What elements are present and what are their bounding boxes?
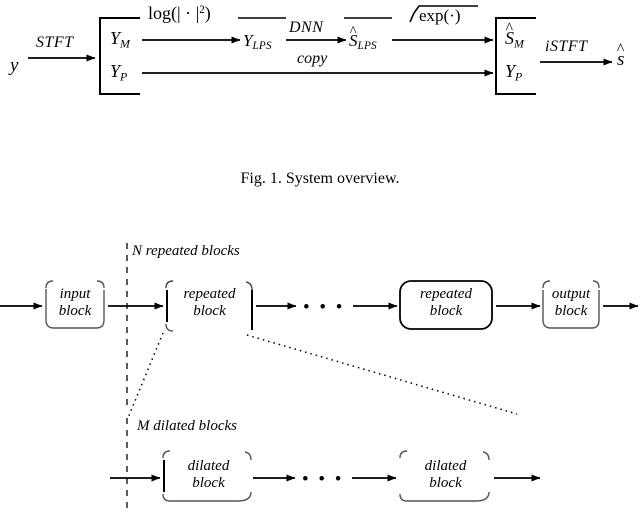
fig2-block-label-dilated-2-line1: dilated: [424, 458, 467, 474]
fig1-left-magnitude-base: Y: [110, 28, 121, 48]
fig1-sqrt-exp-label: exp(·): [419, 6, 461, 25]
fig2-block-dilated-2-outline: [399, 450, 490, 502]
fig1-signal-slps-hat: ^: [349, 23, 357, 40]
fig2-block-label-dilated-2-line2: block: [429, 474, 462, 491]
fig2-block-repeated-2-outline: [399, 280, 493, 330]
fig1-right-magnitude-hatgroup: ^S: [505, 21, 514, 48]
fig2-block-label-dilated-1-line2: block: [192, 474, 225, 491]
fig1-dnn-label: DNN: [289, 19, 324, 36]
fig1-left-phase-base: Y: [110, 61, 121, 81]
fig1-copy-label: copy: [297, 50, 328, 67]
fig2-block-label-dilated-1: dilated block: [166, 458, 251, 492]
figure-1-caption: Fig. 1. System overview.: [240, 170, 400, 187]
fig2-note-repeated: N repeated blocks: [132, 243, 240, 259]
fig1-signal-slps: ^SLPS: [349, 24, 377, 53]
fig1-log-operator-exponent: 2: [199, 3, 205, 16]
fig2-block-label-input: input block: [46, 286, 104, 320]
fig2-block-label-repeated-2: repeated block: [401, 286, 491, 320]
fig2-expansion-line-right: [246, 334, 518, 415]
fig2-block-label-output: output block: [543, 286, 599, 320]
fig2-block-label-repeated-2-line1: repeated: [420, 286, 472, 302]
fig1-output-signal-hat: ^: [616, 40, 625, 58]
fig1-left-phase-subscript: P: [120, 69, 128, 84]
fig1-signal-ylps: YLPS: [243, 32, 272, 52]
fig1-log-operator-tail: ): [204, 3, 211, 23]
fig1-left-box: [99, 17, 140, 95]
fig2-block-label-repeated-1: repeated block: [167, 286, 252, 320]
fig1-signal-slps-subscript: LPS: [357, 40, 377, 53]
fig2-ellipsis-bottom: • • •: [302, 469, 344, 490]
fig2-block-label-repeated-2-line2: block: [429, 302, 463, 319]
fig1-left-phase: YP: [110, 62, 127, 83]
fig2-block-label-repeated-1-line2: block: [193, 302, 226, 319]
fig1-sqrt-radical: [409, 5, 478, 23]
fig1-right-magnitude-hat: ^: [505, 20, 513, 38]
fig1-output-signal: ^s: [617, 41, 625, 70]
fig1-right-phase: YP: [505, 62, 522, 83]
fig2-block-label-input-line2: block: [58, 302, 92, 319]
fig1-right-box: [495, 17, 536, 95]
fig1-right-magnitude-base: S: [505, 28, 514, 48]
fig1-left-magnitude: YM: [110, 29, 130, 50]
fig1-input-signal: y: [10, 55, 19, 76]
fig2-block-label-output-line1: output: [551, 286, 591, 302]
fig1-signal-ylps-base: Y: [243, 31, 253, 50]
fig1-stft-label: STFT: [36, 34, 74, 51]
fig2-note-dilated: M dilated blocks: [137, 418, 237, 434]
fig2-block-label-repeated-1-line1: repeated: [183, 286, 236, 302]
fig1-log-operator: log(| · |2): [148, 4, 211, 22]
fig1-signal-slps-base: S: [349, 31, 358, 50]
fig2-expansion-line-left: [127, 332, 164, 419]
fig1-signal-ylps-subscript: LPS: [252, 40, 272, 53]
fig2-block-label-dilated-2: dilated block: [402, 458, 489, 492]
fig1-right-phase-subscript: P: [515, 69, 523, 84]
fig1-right-phase-base: Y: [505, 61, 516, 81]
fig2-ellipsis-top: • • •: [303, 297, 345, 318]
fig2-block-repeated-1-sides: [166, 290, 253, 330]
fig1-istft-label: iSTFT: [545, 38, 588, 55]
fig2-block-label-input-line1: input: [59, 286, 91, 302]
fig1-log-operator-head: log(| · |: [148, 3, 200, 23]
fig2-block-output-outline: [542, 280, 600, 329]
fig2-block-input-outline: [45, 280, 105, 329]
fig2-block-repeated-1-bottom: [165, 323, 174, 332]
fig2-block-label-output-line2: block: [554, 302, 588, 319]
fig2-block-dilated-1-outline: [162, 450, 252, 502]
fig2-block-repeated-1-outline: [165, 280, 253, 291]
fig1-output-signal-hatgroup: ^s: [617, 41, 625, 70]
fig1-left-magnitude-subscript: M: [120, 36, 131, 51]
fig1-output-signal-base: s: [617, 49, 625, 70]
fig1-signal-slps-hatgroup: ^S: [349, 24, 358, 50]
fig1-right-magnitude: ^SM: [505, 21, 525, 51]
fig1-right-magnitude-subscript: M: [514, 36, 525, 51]
fig2-block-label-dilated-1-line1: dilated: [187, 458, 230, 474]
